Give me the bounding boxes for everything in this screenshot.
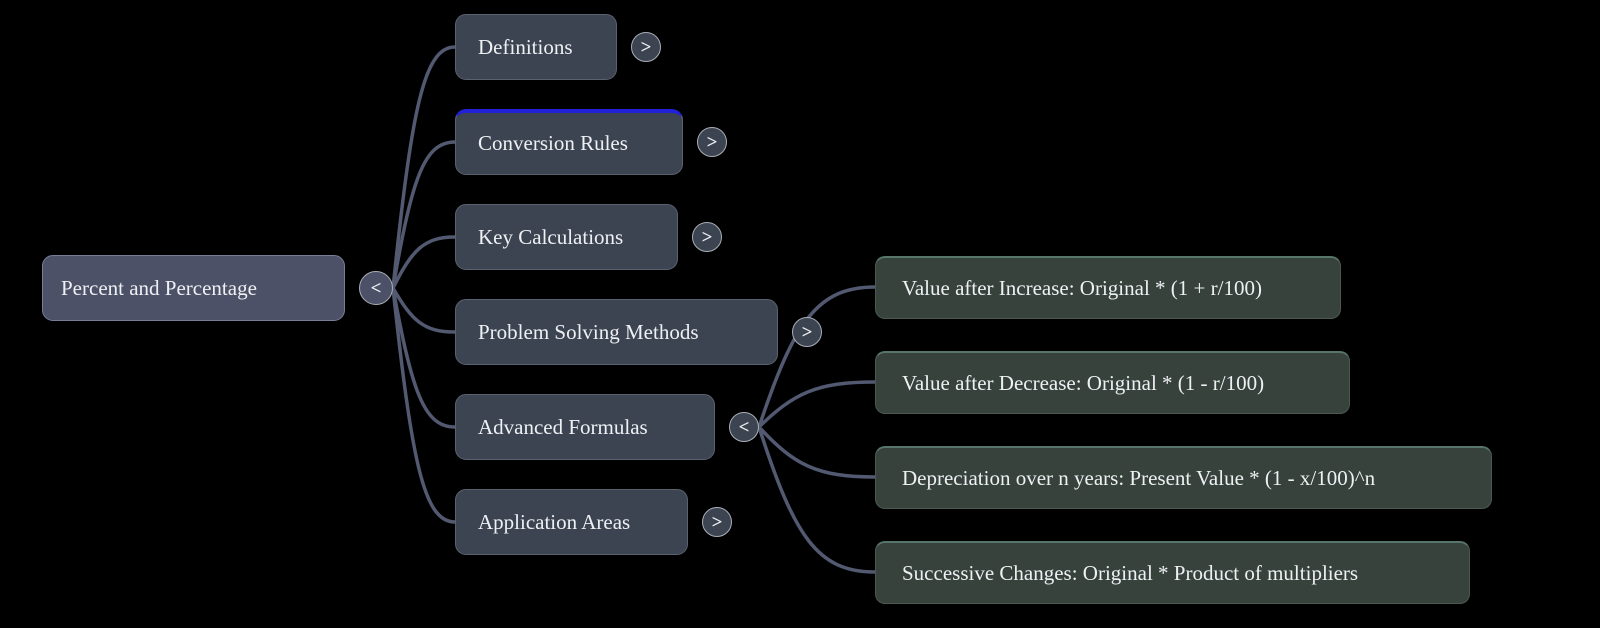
node-value-after-decrease-label: Value after Decrease: Original * (1 - r/… [902, 370, 1265, 395]
edge-root-definitions [391, 45, 457, 290]
edge-root-advanced-formulas [391, 286, 457, 429]
chevron-right-icon: > [706, 131, 718, 153]
chevron-right-icon: > [640, 36, 652, 58]
node-application-areas[interactable]: Application Areas [455, 489, 688, 555]
node-conversion-rules-label: Conversion Rules [478, 131, 628, 155]
node-definitions-label: Definitions [478, 34, 573, 59]
chevron-right-icon: > [711, 511, 723, 533]
definitions-expand-toggle[interactable]: > [631, 32, 661, 62]
node-key-calculations-label: Key Calculations [478, 224, 624, 249]
chevron-left-icon: < [370, 277, 382, 299]
node-root[interactable]: Percent and Percentage [42, 255, 345, 321]
key-calculations-expand-toggle[interactable]: > [692, 222, 722, 252]
node-advanced-formulas[interactable]: Advanced Formulas [455, 394, 715, 460]
advanced-formulas-collapse-toggle[interactable]: < [729, 412, 759, 442]
node-advanced-formulas-label: Advanced Formulas [478, 414, 648, 439]
edge-root-key-calculations [391, 235, 457, 290]
conversion-rules-expand-toggle[interactable]: > [697, 127, 727, 157]
node-conversion-rules[interactable]: Conversion Rules [455, 109, 683, 175]
node-application-areas-label: Application Areas [478, 509, 631, 534]
edge-root-conversion-rules [391, 140, 457, 290]
node-depreciation[interactable]: Depreciation over n years: Present Value… [875, 446, 1492, 509]
node-problem-solving-methods-label: Problem Solving Methods [478, 319, 699, 344]
problem-solving-methods-expand-toggle[interactable]: > [792, 317, 822, 347]
node-depreciation-label: Depreciation over n years: Present Value… [902, 465, 1376, 490]
edge-root-application-areas [391, 286, 457, 524]
chevron-left-icon: < [738, 416, 750, 438]
node-value-after-increase[interactable]: Value after Increase: Original * (1 + r/… [875, 256, 1341, 319]
node-value-after-decrease[interactable]: Value after Decrease: Original * (1 - r/… [875, 351, 1350, 414]
node-problem-solving-methods[interactable]: Problem Solving Methods [455, 299, 778, 365]
node-successive-changes-label: Successive Changes: Original * Product o… [902, 560, 1359, 585]
node-value-after-increase-label: Value after Increase: Original * (1 + r/… [902, 275, 1262, 300]
application-areas-expand-toggle[interactable]: > [702, 507, 732, 537]
node-successive-changes[interactable]: Successive Changes: Original * Product o… [875, 541, 1470, 604]
chevron-right-icon: > [701, 226, 713, 248]
edge-advanced-decrease [757, 380, 877, 429]
chevron-right-icon: > [801, 321, 813, 343]
node-key-calculations[interactable]: Key Calculations [455, 204, 678, 270]
edge-root-problem-solving [391, 286, 457, 334]
node-definitions[interactable]: Definitions [455, 14, 617, 80]
node-root-label: Percent and Percentage [61, 275, 257, 300]
root-collapse-toggle[interactable]: < [359, 271, 393, 305]
edge-advanced-successive [757, 425, 877, 574]
edge-advanced-depreciation [757, 425, 877, 479]
